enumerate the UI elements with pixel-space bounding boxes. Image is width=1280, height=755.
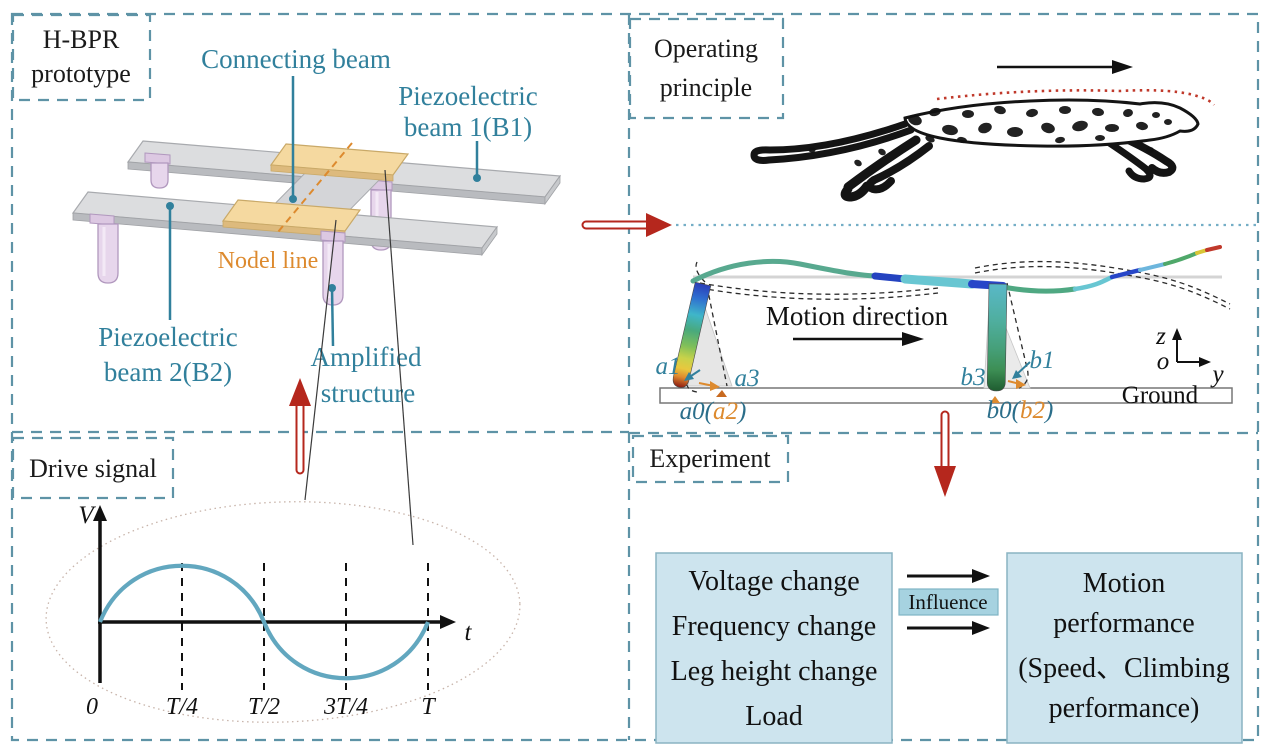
magnifier-blob [45, 501, 521, 723]
label-a3: a3 [735, 365, 760, 392]
tick-T4: T/4 [166, 694, 198, 720]
red-arrow-right [581, 213, 672, 237]
tick-T2: T/2 [248, 694, 280, 720]
factor-load: Load [745, 701, 803, 732]
outcome-line3: (Speed、Climbing [1018, 653, 1230, 684]
axis-y-label: y [1209, 361, 1224, 388]
outcome-line1: Motion [1083, 568, 1165, 599]
factors-box [655, 552, 893, 744]
axis-o-label: o [1157, 348, 1170, 375]
panel-borders [10, 12, 1260, 742]
fem-left-leg [672, 281, 712, 388]
experiment-flow: Voltage change Frequency change Leg heig… [655, 552, 1243, 744]
cheetah-direction-arrow [1112, 60, 1133, 74]
beam2-label-line2: beam 2(B2) [104, 357, 232, 387]
outcome-line2: performance [1053, 608, 1194, 639]
factor-frequency: Frequency change [672, 611, 876, 642]
zoom-callout-lines [304, 169, 414, 546]
sine-curve [98, 563, 430, 681]
v-axis-label: V [78, 502, 96, 529]
motion-direction-label: Motion direction [766, 301, 949, 331]
robot-leg-back-left [144, 152, 171, 189]
label-b1: b1 [1030, 347, 1055, 374]
operating-title-line1: Operating [654, 34, 758, 63]
hbpr-title-box [11, 13, 152, 102]
cheetah-sketch [750, 60, 1216, 202]
foot-trajectory-arrows [684, 361, 1031, 403]
tick-T: T [421, 694, 436, 720]
axis-z-label: z [1155, 323, 1166, 350]
amplified-label-line2: structure [321, 378, 415, 408]
drive-signal-plot: V t 0 T/4 T/2 3T/4 T [45, 501, 521, 723]
label-b0-b2: b0(b2) [987, 397, 1054, 424]
cheetah-spots [808, 105, 1172, 167]
back-curve-dotted [936, 88, 1216, 106]
beam1-label-line2: beam 1(B1) [404, 112, 532, 142]
ground-label: Ground [1122, 382, 1199, 409]
label-b3: b3 [961, 364, 986, 391]
drive-title-box [11, 436, 175, 500]
ground-bar [659, 387, 1233, 404]
operating-title-line2: principle [660, 73, 752, 102]
amplified-plate-upper [269, 143, 410, 182]
outer-border [10, 12, 1260, 742]
hbpr-3d-model [71, 140, 562, 306]
hbpr-title-line2: prototype [31, 59, 131, 88]
label-a1: a1 [656, 353, 681, 380]
connecting-beam-label: Connecting beam [201, 44, 391, 74]
tick-3T4: 3T/4 [323, 694, 368, 720]
fem-motion-diagram: Motion direction a1 a3 a0(a2) b3 b1 b0(b… [656, 245, 1233, 425]
nodel-line-label: Nodel line [218, 248, 319, 274]
motion-direction-arrow [902, 332, 924, 346]
operating-title-box [628, 17, 785, 120]
outcome-line4: performance) [1049, 693, 1200, 724]
hbpr-title-line1: H-BPR [43, 25, 120, 54]
red-arrow-up [289, 378, 311, 475]
fem-right-leg [986, 283, 1008, 392]
amplified-label-line1: Amplified [311, 342, 422, 372]
nodal-line-dashed [277, 142, 353, 233]
experiment-title-box [631, 434, 790, 484]
drive-title: Drive signal [29, 454, 157, 483]
influence-label: Influence [908, 590, 987, 614]
factor-voltage: Voltage change [688, 566, 859, 597]
beam1-label-line1: Piezoelectric [398, 81, 537, 111]
cheetah-tail [750, 120, 915, 164]
red-arrow-down [934, 410, 956, 497]
outcome-box [1006, 552, 1243, 744]
prototype-callouts [166, 76, 481, 347]
cheetah-body [903, 98, 1200, 148]
zoy-axes: z o y [1155, 323, 1224, 388]
beam2-label-line1: Piezoelectric [98, 322, 237, 352]
experiment-title: Experiment [649, 444, 771, 473]
influence-box [898, 588, 999, 616]
label-a0-a2: a0(a2) [680, 398, 747, 425]
factor-leg-height: Leg height change [671, 656, 878, 687]
robot-leg-front-left [89, 213, 119, 284]
t-axis-label: t [465, 619, 473, 646]
tick-0: 0 [86, 694, 98, 720]
fem-beam-wave [690, 245, 1222, 294]
